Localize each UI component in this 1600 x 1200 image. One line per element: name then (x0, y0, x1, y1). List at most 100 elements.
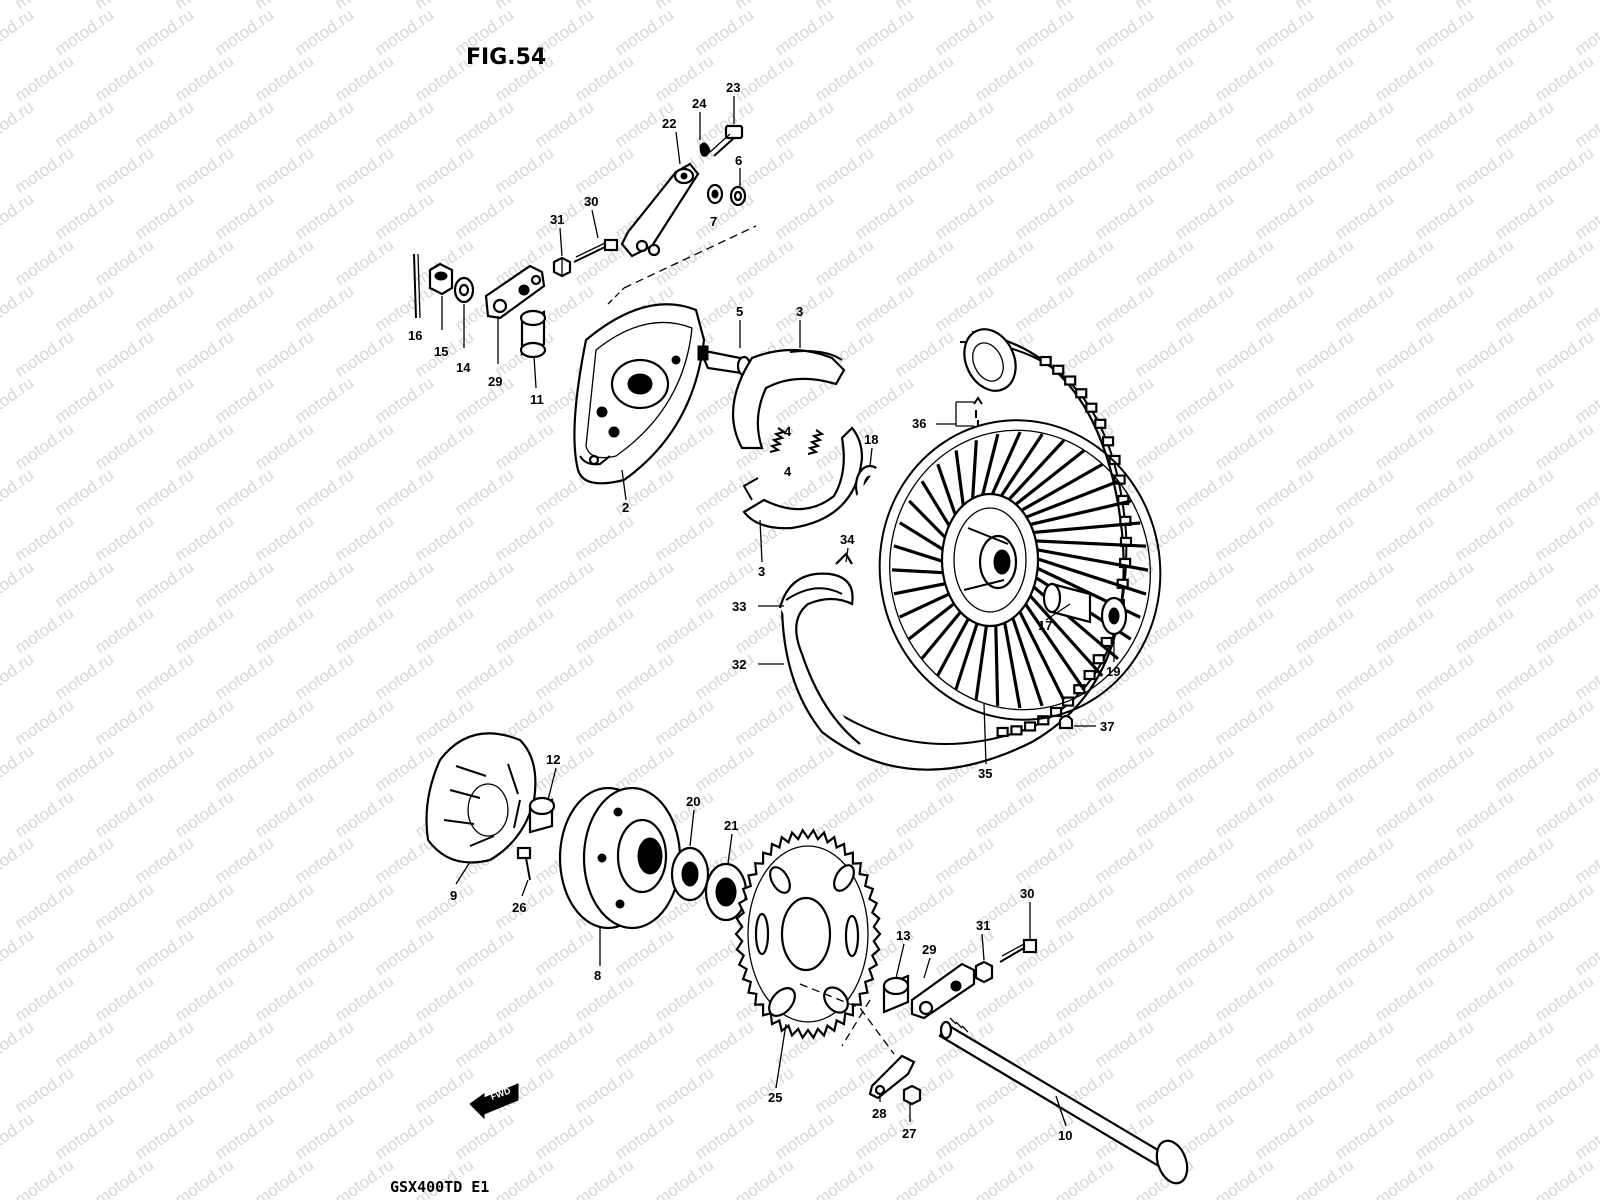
watermark-text: motod.ru (331, 971, 397, 1025)
watermark-text: motod.ru (211, 97, 277, 151)
watermark-text: motod.ru (211, 281, 277, 335)
watermark-text: motod.ru (1451, 1155, 1517, 1200)
watermark-text: motod.ru (1331, 557, 1397, 611)
watermark-text: motod.ru (1091, 5, 1157, 59)
watermark-text: motod.ru (11, 327, 77, 381)
watermark-text: motod.ru (1371, 511, 1437, 565)
watermark-text: motod.ru (371, 1109, 437, 1163)
rear-wheel (778, 328, 1162, 771)
watermark-text: motod.ru (291, 1109, 357, 1163)
watermark-text: motod.ru (1331, 465, 1397, 519)
watermark-text: motod.ru (251, 971, 317, 1025)
watermark-text: motod.ru (1251, 97, 1317, 151)
bolt-26 (516, 846, 532, 881)
watermark-text: motod.ru (131, 1017, 197, 1071)
watermark-text: motod.ru (1411, 833, 1477, 887)
watermark-text: motod.ru (1131, 695, 1197, 749)
watermark-text: motod.ru (1131, 1063, 1197, 1117)
watermark-text: motod.ru (291, 557, 357, 611)
watermark-text: motod.ru (171, 1063, 237, 1117)
watermark-text: motod.ru (811, 235, 877, 289)
tread-block (1108, 454, 1121, 466)
callout-29-bottom: 29 (922, 942, 936, 957)
watermark-text: motod.ru (571, 695, 637, 749)
watermark-text: motod.ru (931, 1109, 997, 1163)
callout-3-upper: 3 (796, 304, 803, 319)
watermark-text: motod.ru (1171, 741, 1237, 795)
tread-block (1037, 715, 1050, 726)
watermark-text: motod.ru (91, 971, 157, 1025)
watermark-text: motod.ru (1091, 925, 1157, 979)
watermark-text: motod.ru (1371, 143, 1437, 197)
watermark-text: motod.ru (371, 189, 437, 243)
callout-23: 23 (726, 80, 740, 95)
brake-shoe-3-upper (732, 348, 846, 450)
watermark-text: motod.ru (291, 189, 357, 243)
watermark-text: motod.ru (1251, 1109, 1317, 1163)
watermark-text: motod.ru (1171, 465, 1237, 519)
brake-shoe-3-lower (742, 426, 864, 530)
watermark-text: motod.ru (11, 419, 77, 473)
watermark-text: motod.ru (1011, 925, 1077, 979)
watermark-text: motod.ru (811, 787, 877, 841)
tread-block (1083, 669, 1096, 681)
watermark-text: motod.ru (1291, 327, 1357, 381)
watermark-text: motod.ru (1411, 649, 1477, 703)
watermark-text: motod.ru (651, 695, 717, 749)
watermark-text: motod.ru (331, 787, 397, 841)
tread-block (1100, 636, 1113, 648)
watermark-text: motod.ru (51, 833, 117, 887)
watermark-text: motod.ru (1171, 281, 1237, 335)
watermark-text: motod.ru (371, 741, 437, 795)
watermark-text: motod.ru (1491, 465, 1557, 519)
watermark-text: motod.ru (451, 649, 517, 703)
callout-4-b: 4 (784, 464, 792, 479)
watermark-text: motod.ru (331, 143, 397, 197)
watermark-text: motod.ru (931, 281, 997, 335)
watermark-text: motod.ru (451, 925, 517, 979)
watermark-text: motod.ru (1251, 281, 1317, 335)
watermark-text: motod.ru (51, 1109, 117, 1163)
nut-27 (902, 1084, 922, 1106)
watermark-text: motod.ru (211, 649, 277, 703)
watermark-text: motod.ru (411, 603, 477, 657)
watermark-text: motod.ru (1411, 373, 1477, 427)
callout-4-a: 4 (784, 424, 792, 439)
watermark-text: motod.ru (171, 879, 237, 933)
callout-7: 7 (710, 214, 717, 229)
watermark-text: motod.ru (1491, 1109, 1557, 1163)
watermark-text: motod.ru (1291, 787, 1357, 841)
watermark-text: motod.ru (0, 1109, 37, 1163)
watermark-text: motod.ru (851, 189, 917, 243)
watermark-text: motod.ru (0, 189, 37, 243)
tread-block (1023, 721, 1037, 732)
sprocket-25 (734, 828, 882, 1040)
watermark-text: motod.ru (1411, 465, 1477, 519)
watermark-text: motod.ru (731, 1063, 797, 1117)
watermark-text: motod.ru (1291, 879, 1357, 933)
watermark-text: motod.ru (211, 465, 277, 519)
watermark-text: motod.ru (1291, 603, 1357, 657)
callout-31-bottom: 31 (976, 918, 990, 933)
callout-11: 11 (530, 392, 544, 407)
watermark-text: motod.ru (1171, 925, 1237, 979)
callout-25: 25 (768, 1090, 782, 1105)
watermark-text: motod.ru (0, 465, 37, 519)
watermark-text: motod.ru (131, 833, 197, 887)
spacer-13 (882, 974, 910, 1014)
tread-block (1101, 436, 1115, 447)
watermark-text: motod.ru (371, 281, 437, 335)
watermark-text: motod.ru (451, 1017, 517, 1071)
watermark-text: motod.ru (131, 281, 197, 335)
watermark-text: motod.ru (91, 419, 157, 473)
watermark-text: motod.ru (1491, 741, 1557, 795)
watermark-text: motod.ru (931, 97, 997, 151)
watermark-text: motod.ru (1531, 419, 1597, 473)
watermark-text: motod.ru (1291, 511, 1357, 565)
watermark-text: motod.ru (1051, 143, 1117, 197)
tread-block (1085, 402, 1098, 413)
watermark-text: motod.ru (1171, 1017, 1237, 1071)
watermark-text: motod.ru (1211, 327, 1277, 381)
watermark-text: motod.ru (1091, 1017, 1157, 1071)
watermark-text: motod.ru (1491, 373, 1557, 427)
